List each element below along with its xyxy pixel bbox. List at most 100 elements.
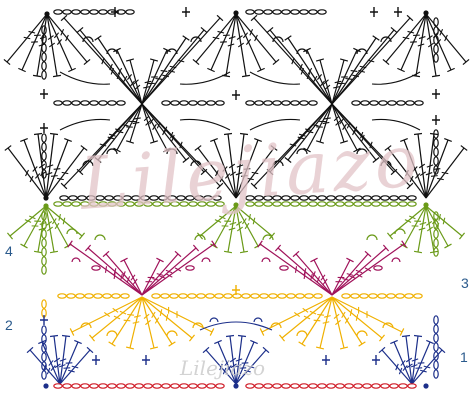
chain-stitch — [178, 293, 188, 299]
stitch-cross-bar — [324, 84, 331, 90]
chain-stitch — [371, 383, 381, 389]
stitch-cross-bar — [364, 267, 372, 272]
stitch-cross-bar — [234, 364, 242, 368]
chain-stitch — [143, 201, 153, 207]
stitch-top-bar — [76, 26, 84, 34]
chain-stitch — [263, 9, 273, 15]
chain-stitch — [77, 195, 87, 201]
stitch-top-bar — [163, 147, 171, 153]
row-number-4: 4 — [5, 243, 13, 259]
stitch-cross-bar — [356, 273, 363, 278]
stitch-cross-bar — [342, 123, 347, 131]
chain-stitch — [71, 100, 81, 106]
chain-stitch — [41, 151, 47, 161]
stitch-top-bar — [76, 168, 84, 176]
chain-stitch — [151, 293, 161, 299]
stitch-cross-bar — [289, 143, 297, 147]
stitch-cross-bar — [235, 358, 243, 362]
stitch-cross-bar — [109, 63, 113, 71]
picot — [82, 160, 94, 167]
chain-stitch — [281, 383, 291, 389]
chain-stitch — [89, 383, 99, 389]
stitch-top-bar — [84, 244, 92, 252]
stitch-top-bar — [125, 346, 135, 350]
stitch-cross-bar — [442, 217, 446, 225]
stitch-cross-bar — [132, 121, 140, 125]
stitch-top-bar — [431, 74, 441, 78]
picot — [270, 322, 282, 329]
chain-arch — [249, 118, 301, 131]
stitch-cross-bar — [341, 311, 346, 319]
chain-stitch — [290, 383, 300, 389]
stitch-cross-bar — [71, 365, 79, 369]
stitch-cross-bar — [38, 163, 46, 169]
stitch-cross-bar — [104, 266, 108, 273]
stitch-cross-bar — [418, 36, 426, 40]
chain-stitch — [254, 9, 264, 15]
stitch-cross-bar — [134, 117, 141, 120]
stitch-top-bar — [397, 67, 405, 73]
chain-stitch — [185, 265, 195, 271]
chain-stitch — [223, 293, 233, 299]
stitch-cross-bar — [39, 221, 47, 225]
stitch-cross-bar — [333, 313, 340, 319]
chain-stitch — [407, 383, 417, 389]
stitch-cross-bar — [134, 84, 141, 90]
stitch-cross-bar — [409, 175, 414, 183]
chain-stitch — [125, 9, 135, 15]
stitch-cross-bar — [162, 128, 166, 136]
stitch-top-bar — [438, 346, 446, 354]
chain-stitch — [116, 201, 126, 207]
stitch-top-bar — [64, 138, 72, 142]
chain-stitch — [122, 195, 132, 201]
chain-stitch — [205, 293, 215, 299]
stitch-top-bar — [163, 47, 171, 53]
stitch-cross-bar — [319, 80, 326, 87]
stitch-cross-bar — [236, 221, 243, 226]
stitch-cross-bar — [112, 307, 119, 313]
picot — [201, 257, 211, 263]
stitch-cross-bar — [123, 319, 131, 322]
chain-stitch — [111, 293, 121, 299]
picot — [94, 234, 106, 241]
stitch-top-bar — [125, 58, 135, 62]
chain-stitch — [317, 383, 327, 389]
chain-stitch — [84, 293, 94, 299]
chain-stitch — [371, 195, 381, 201]
chain-stitch — [170, 201, 180, 207]
chain-stitch — [91, 265, 101, 271]
slip-stitch — [423, 383, 429, 389]
chain-stitch — [215, 100, 225, 106]
stitch-cross-bar — [45, 172, 53, 176]
chain-stitch — [161, 100, 171, 106]
chain-stitch — [362, 201, 372, 207]
stitch-cross-bar — [32, 166, 38, 172]
stitch-cross-bar — [159, 275, 166, 279]
stitch-cross-bar — [46, 164, 54, 168]
chain-arch — [59, 71, 111, 85]
chain-stitch — [167, 195, 177, 201]
stitch-cross-bar — [251, 171, 259, 175]
chain-stitch — [299, 195, 309, 201]
chain-stitch — [161, 383, 171, 389]
stitch-cross-bar — [306, 130, 314, 134]
chain-stitch — [245, 195, 255, 201]
chain-stitch — [299, 201, 309, 207]
chain-stitch — [281, 9, 291, 15]
chain-stitch — [107, 100, 117, 106]
stitch-cross-bar — [56, 39, 63, 45]
stitch-cross-bar — [222, 367, 227, 375]
stitch-cross-bar — [441, 171, 449, 175]
stitch-top-bar — [80, 145, 88, 151]
chain-stitch — [80, 201, 90, 207]
chain-stitch — [206, 383, 216, 389]
single-crochet — [432, 115, 440, 125]
chain-stitch — [89, 9, 99, 15]
chain-stitch — [98, 100, 108, 106]
chain-stitch — [116, 100, 126, 106]
chain-stitch — [71, 383, 81, 389]
stitch-top-bar — [460, 145, 468, 151]
stitch-top-bar — [413, 132, 423, 136]
stitch-top-bar — [358, 341, 366, 347]
